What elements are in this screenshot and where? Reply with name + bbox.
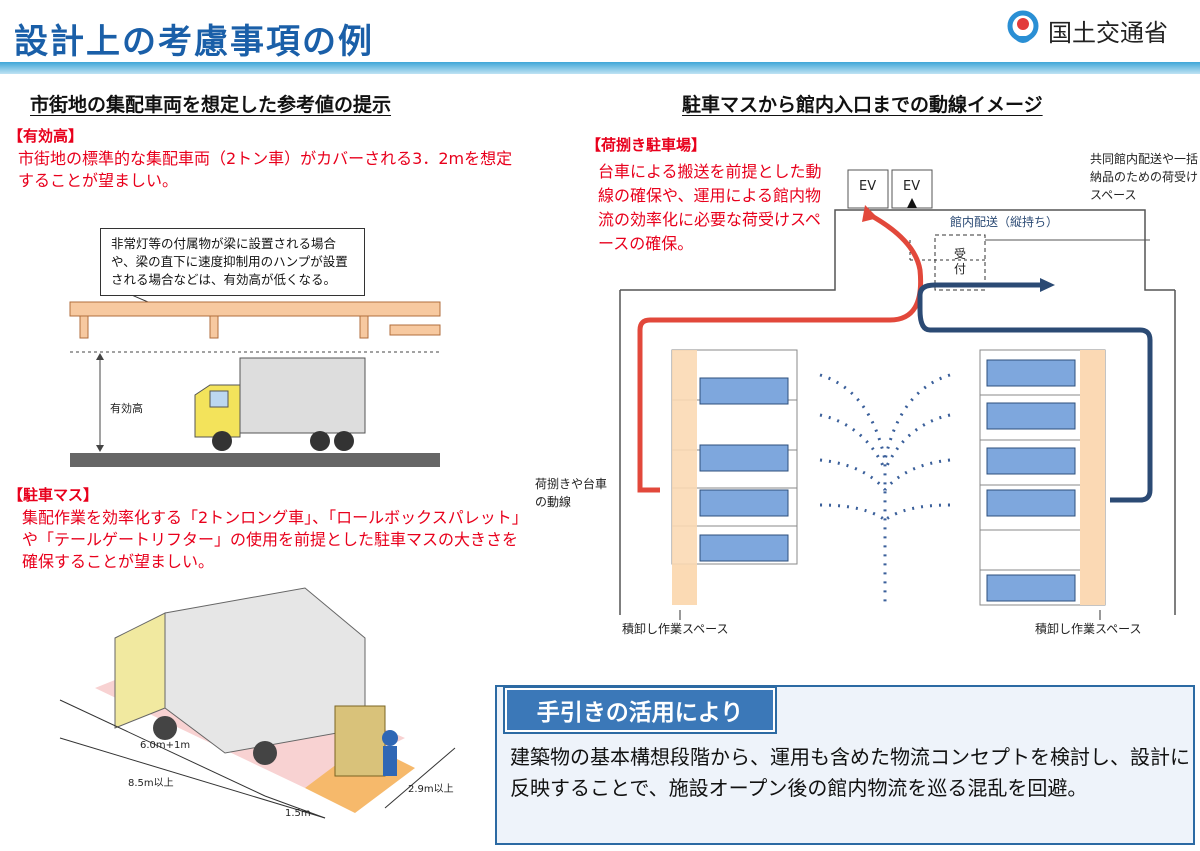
title-underline-bar bbox=[0, 62, 1200, 74]
height-tag: 【有効高】 bbox=[8, 127, 84, 145]
reception-label: 受付 bbox=[954, 247, 967, 276]
ministry-name: 国土交通省 bbox=[1048, 18, 1168, 47]
height-callout: 非常灯等の付属物が梁に設置される場合や、梁の直下に速度抑制用のハンプが設置される… bbox=[100, 228, 365, 296]
clear-height-diagram bbox=[69, 289, 441, 467]
elevator-1-label: EV bbox=[859, 179, 877, 194]
loading-tag: 【荷捌き駐車場】 bbox=[586, 136, 707, 154]
ministry-logo: 国土交通省 bbox=[1006, 8, 1196, 52]
shared-delivery-note: 共同館内配送や一括納品のための荷受けスペース bbox=[1090, 152, 1199, 202]
elevator-2-label: EV bbox=[903, 179, 921, 194]
dim-rear-label: 1.5m bbox=[285, 808, 311, 819]
parking-space-diagram bbox=[59, 587, 456, 819]
summary-title: 手引きの活用により bbox=[503, 686, 777, 734]
height-text: 市街地の標準的な集配車両（2トン車）がカバーされる3．2mを想定することが望まし… bbox=[18, 149, 513, 190]
summary-text: 建築物の基本構想段階から、運用も含めた物流コンセプトを検討し、設計に反映すること… bbox=[510, 745, 1190, 800]
work-space-right-label: 積卸し作業スペース bbox=[1035, 622, 1142, 636]
clear-height-label: 有効高 bbox=[110, 402, 143, 415]
work-space-left-label: 積卸し作業スペース bbox=[622, 622, 729, 636]
right-heading: 駐車マスから館内入口までの動線イメージ bbox=[682, 94, 1043, 116]
mlit-emblem-icon bbox=[1007, 10, 1039, 43]
left-heading: 市街地の集配車両を想定した参考値の提示 bbox=[30, 94, 392, 116]
indoor-delivery-label: 館内配送（縦持ち） bbox=[950, 215, 1059, 229]
cart-route-label: 荷捌きや台車の動線 bbox=[535, 477, 608, 509]
loading-text: 台車による搬送を前提とした動線の確保や、運用による館内物流の効率化に必要な荷受け… bbox=[598, 162, 822, 253]
flow-diagram bbox=[619, 169, 1176, 620]
dim-width-label: 2.9m以上 bbox=[408, 784, 454, 795]
parking-text: 集配作業を効率化する「2トンロング車」、「ロールボックスパレット」や「テールゲー… bbox=[22, 508, 520, 571]
page-title: 設計上の考慮事項の例 bbox=[14, 22, 374, 62]
dim-total-label: 8.5m以上 bbox=[128, 778, 174, 789]
parking-tag: 【駐車マス】 bbox=[8, 486, 99, 504]
dim-length-label: 6.0m+1m bbox=[140, 740, 191, 751]
